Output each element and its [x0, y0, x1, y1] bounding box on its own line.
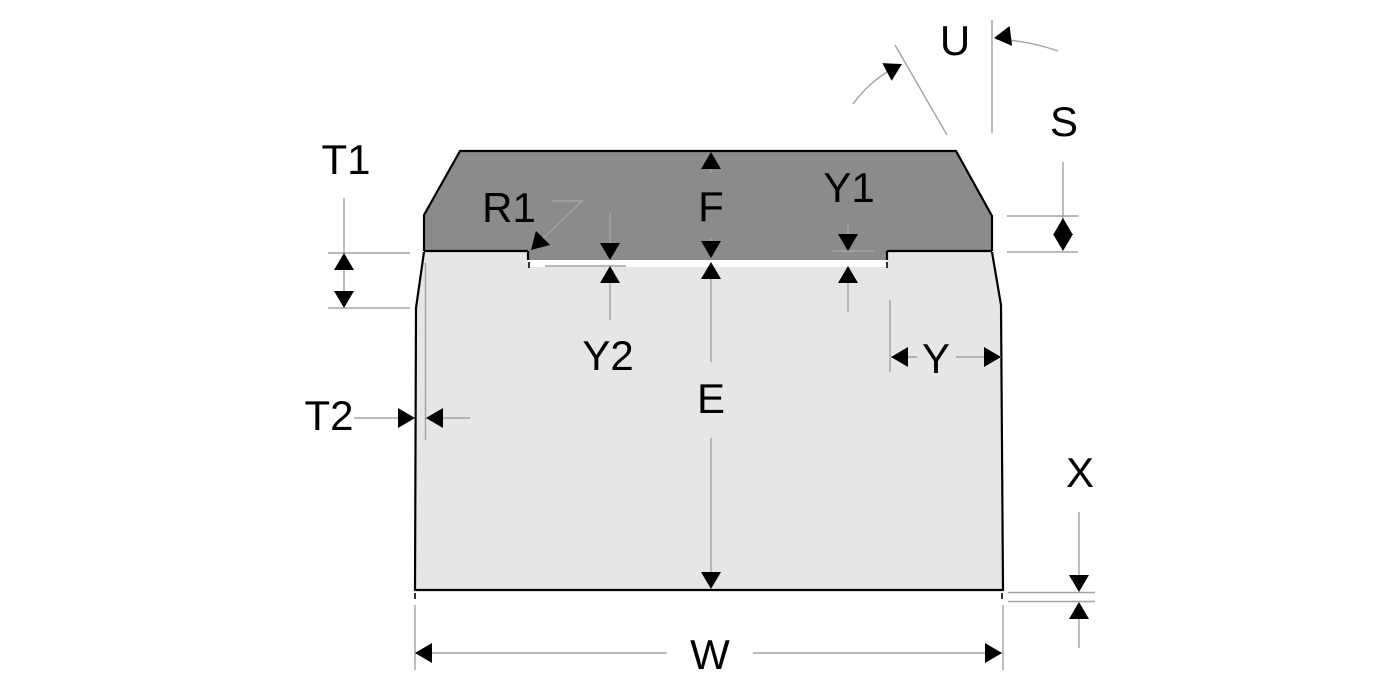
- u-arrow-left: [994, 26, 1013, 46]
- u-chamfer-extension-line: [894, 44, 948, 136]
- label-y1: Y1: [823, 164, 874, 211]
- f-arrow-down: [701, 241, 721, 258]
- lid-shape: [424, 151, 992, 260]
- s-arrow-down: [1053, 234, 1073, 251]
- label-t2: T2: [304, 392, 353, 439]
- r1-leader-line: [533, 200, 584, 248]
- r1-arrow: [531, 230, 551, 250]
- t2-arrow-right: [398, 408, 415, 428]
- label-e: E: [697, 375, 725, 422]
- lid-step-edges: [526, 251, 889, 260]
- x-arrow-up: [1069, 602, 1089, 619]
- step-dash-marks: [528, 262, 888, 268]
- t1-arrow-down: [334, 291, 354, 308]
- f-arrow-up: [701, 152, 721, 169]
- label-u: U: [940, 17, 970, 64]
- y2-arrow-up: [600, 266, 620, 283]
- label-s: S: [1050, 98, 1078, 145]
- label-t1: T1: [321, 136, 370, 183]
- profile-shapes: [415, 151, 1003, 590]
- w-dim-lines: [414, 605, 1004, 670]
- y-arrow-right: [984, 347, 1001, 367]
- y2-arrow-down: [600, 243, 620, 260]
- body-shape: [415, 252, 1003, 590]
- x-arrow-down: [1069, 575, 1089, 592]
- label-f: F: [698, 183, 724, 230]
- w-arrow-right: [985, 643, 1002, 663]
- t1-arrow-up: [334, 253, 354, 270]
- arrowheads: [334, 26, 1089, 663]
- y-arrow-left: [891, 347, 908, 367]
- body-outline: [413, 251, 1005, 592]
- label-y: Y: [922, 335, 950, 382]
- w-arrow-left: [415, 643, 432, 663]
- t2-arrow-left: [426, 408, 443, 428]
- label-y2: Y2: [582, 332, 633, 379]
- bottom-corner-dashes: [414, 593, 1003, 599]
- x-dim-lines: [1008, 512, 1095, 648]
- label-w: W: [690, 631, 730, 678]
- e-arrow-down: [701, 572, 721, 589]
- label-x: X: [1066, 449, 1094, 496]
- s-arrow-up: [1053, 218, 1073, 235]
- y1-arrow-down: [838, 234, 858, 251]
- e-arrow-up: [701, 262, 721, 279]
- lid-outline: [422, 149, 994, 251]
- y1-arrow-up: [838, 266, 858, 283]
- profile-outlines: [413, 149, 1005, 599]
- u-arrow-upright: [882, 63, 902, 81]
- dimension-labels: T1 T2 R1 F Y1 Y2 E Y W U S X: [304, 17, 1094, 678]
- label-r1: R1: [482, 184, 536, 231]
